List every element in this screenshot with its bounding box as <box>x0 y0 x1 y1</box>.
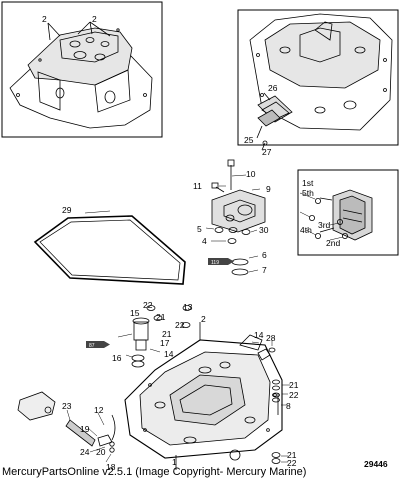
svg-text:119: 119 <box>211 260 219 266</box>
callout-13: 13 <box>183 302 193 312</box>
callout-21: 21 <box>162 329 172 339</box>
sequence-3rd: 3rd <box>318 220 331 230</box>
inset-oil-sump <box>237 9 399 151</box>
callout-22: 22 <box>175 320 185 330</box>
sequence-1st: 1st <box>302 178 314 188</box>
oil-pan-1 <box>124 334 283 470</box>
callout-22: 22 <box>289 390 299 400</box>
callout-30: 30 <box>259 225 269 235</box>
plugs-and-washers <box>229 347 281 464</box>
callout-12: 12 <box>94 405 104 415</box>
callout-10: 10 <box>246 169 256 179</box>
callout-24: 24 <box>80 447 90 457</box>
callout-16: 16 <box>112 353 122 363</box>
callout-9: 9 <box>266 184 271 194</box>
callout-26: 26 <box>268 83 278 93</box>
callout-4: 4 <box>202 236 207 246</box>
gasket-29 <box>33 215 186 285</box>
callout-17: 17 <box>160 338 170 348</box>
callout-22: 22 <box>287 458 297 468</box>
callout-2: 2 <box>42 14 47 24</box>
callout-27: 27 <box>262 147 272 157</box>
callout-15: 15 <box>130 308 140 318</box>
callouts: 2 2 26 25 27 10 11 9 29 5 30 4 6 7 22 21… <box>42 14 340 472</box>
callout-19: 19 <box>80 424 90 434</box>
callout-8: 8 <box>286 401 291 411</box>
callout-18: 18 <box>106 462 116 472</box>
sequence-5th: 5th <box>302 188 314 198</box>
callout-21: 21 <box>289 380 299 390</box>
callout-11: 11 <box>193 181 202 191</box>
figure-id: 29446 <box>364 459 388 469</box>
svg-text:87: 87 <box>89 343 95 349</box>
callout-20: 20 <box>96 447 106 457</box>
callout-29: 29 <box>62 205 72 215</box>
inset-torque-sequence <box>297 169 399 256</box>
callout-14: 14 <box>254 330 264 340</box>
callout-2: 2 <box>92 14 97 24</box>
leader-lines <box>66 174 344 463</box>
callout-22: 22 <box>143 300 153 310</box>
inset-adapter-plate <box>1 1 163 138</box>
callout-23: 23 <box>62 401 72 411</box>
sequence-2nd: 2nd <box>326 238 340 248</box>
callout-28: 28 <box>266 333 276 343</box>
callout-5: 5 <box>197 224 202 234</box>
sealant-tube-87: 87 <box>86 341 110 349</box>
callout-2: 2 <box>201 314 206 324</box>
callout-7: 7 <box>262 265 267 275</box>
callout-6: 6 <box>262 250 267 260</box>
sequence-4th: 4th <box>300 225 312 235</box>
callout-21: 21 <box>287 450 297 460</box>
cover-9 <box>211 159 266 276</box>
sealant-tube-119: 119 <box>208 258 234 266</box>
callout-25: 25 <box>244 135 254 145</box>
callout-14: 14 <box>164 349 174 359</box>
filter-and-fittings <box>17 305 201 453</box>
callout-21: 21 <box>156 312 166 322</box>
copyright-caption: MercuryPartsOnline v2.5.1 (Image Copyrig… <box>2 466 307 478</box>
callout-1: 1 <box>172 457 177 467</box>
